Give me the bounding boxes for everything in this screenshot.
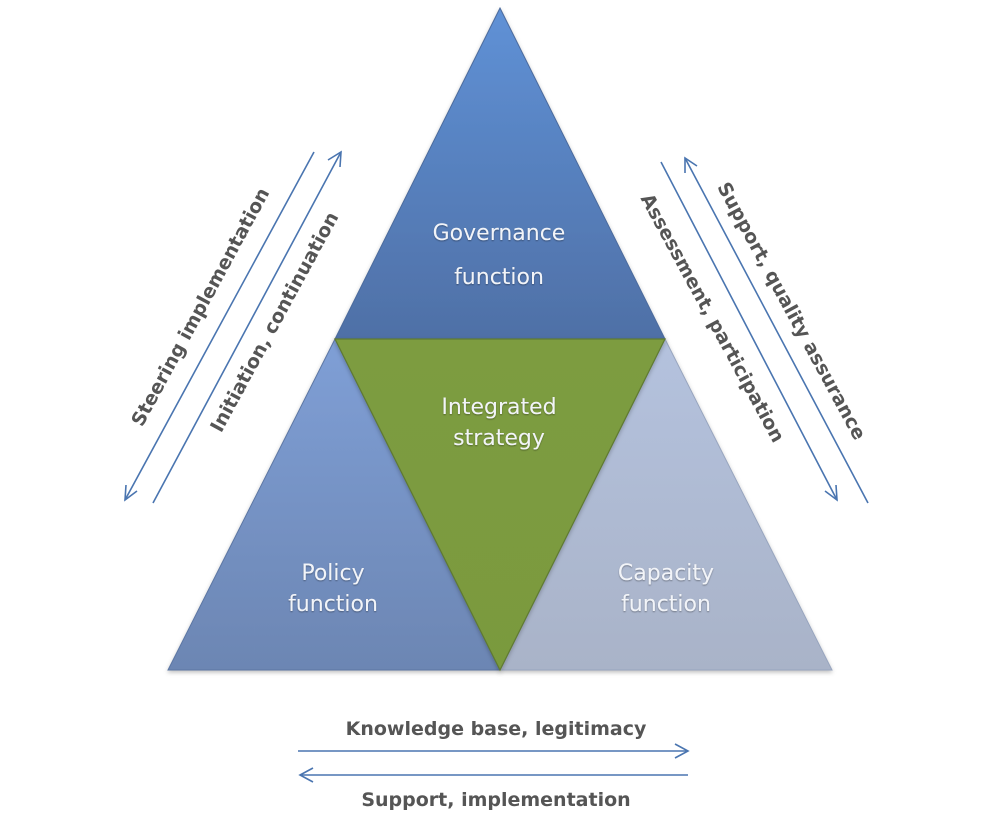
support-implementation-label: Support, implementation — [361, 789, 630, 811]
arrowhead-icon — [327, 150, 342, 168]
integrated-strategy-triangle — [334, 338, 666, 672]
support-quality-assurance-label: Support, quality assurance — [713, 179, 871, 444]
capacity-label-line1: Capacity — [618, 561, 714, 586]
bottom-arrow-right — [298, 743, 690, 759]
bottom-arrow-left — [298, 767, 688, 783]
policy-label-line2: function — [288, 592, 378, 617]
governance-label-line2: function — [454, 265, 544, 290]
arrowhead-icon — [824, 484, 838, 502]
policy-label-line1: Policy — [301, 561, 364, 586]
strategy-label-line1: Integrated — [441, 395, 556, 420]
strategy-label-line2: strategy — [453, 426, 545, 451]
right-arrow-outer — [684, 156, 869, 504]
knowledge-base-legitimacy-label: Knowledge base, legitimacy — [346, 718, 647, 740]
governance-label-line1: Governance — [433, 221, 566, 246]
arrowhead-icon — [298, 767, 314, 783]
capacity-label-line2: function — [621, 592, 711, 617]
arrowhead-icon — [674, 743, 690, 759]
left-arrow-inner — [152, 150, 342, 504]
arrowhead-icon — [684, 156, 698, 173]
arrowhead-icon — [124, 484, 138, 502]
left-arrow-outer — [124, 151, 315, 502]
right-arrow-inner — [660, 161, 838, 502]
steering-implementation-label: Steering implementation — [127, 184, 274, 430]
